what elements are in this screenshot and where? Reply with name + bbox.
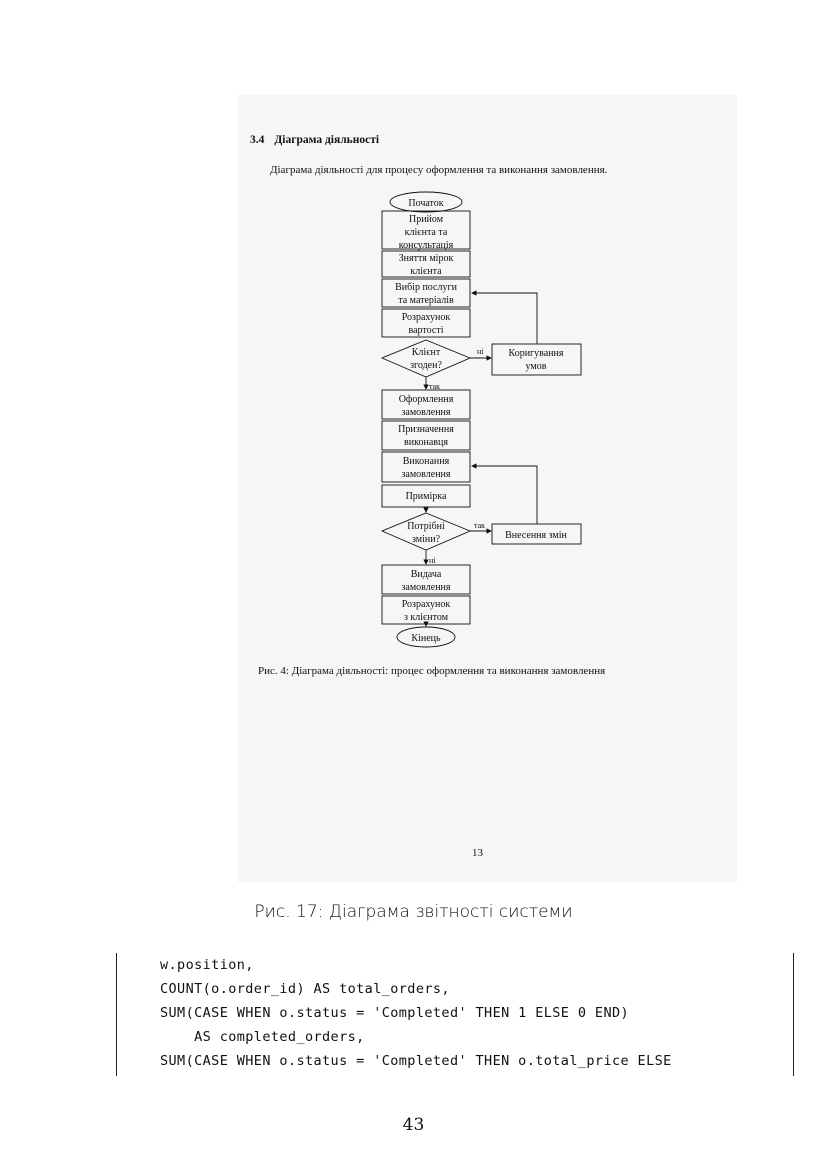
measurements-label-2: клієнта: [410, 266, 442, 277]
cost-label-2: вартості: [409, 325, 444, 336]
place-order-box: [381, 389, 471, 420]
select-service-label-2: та матеріалів: [398, 295, 454, 306]
adjust-box: [491, 343, 582, 376]
adjust-label-2: умов: [526, 361, 547, 372]
embedded-page-image: [238, 95, 737, 882]
edge-yes-2: так: [474, 521, 485, 530]
execute-label-1: Виконання: [403, 456, 450, 467]
code-line: AS completed_orders,: [160, 1029, 365, 1045]
decision-changes-label-1: Потрібні: [407, 521, 445, 532]
delivery-label-1: Видача: [411, 569, 442, 580]
cost-label-1: Розрахунок: [402, 312, 451, 323]
start-label: Початок: [408, 198, 443, 209]
end-label: Кінець: [411, 633, 441, 644]
measurements-label-1: Зняття мірок: [399, 253, 454, 264]
page-number: 43: [402, 1115, 425, 1135]
assign-label-2: виконавця: [404, 437, 448, 448]
cost-box: [381, 308, 471, 338]
end-node: [396, 626, 456, 648]
apply-changes-label: Внесення змін: [505, 530, 567, 541]
fitting-label: Примірка: [406, 491, 447, 502]
edge-yes-1: так: [429, 382, 440, 391]
figure-caption: Рис. 17: Діаграма звітності системи: [254, 902, 573, 922]
execute-label-2: замовлення: [401, 469, 450, 480]
code-line: SUM(CASE WHEN o.status = 'Completed' THE…: [160, 1053, 672, 1069]
adjust-label-1: Коригування: [509, 348, 564, 359]
decision-agree-label-2: згоден?: [410, 360, 442, 371]
settlement-label-2: з клієнтом: [404, 612, 449, 623]
delivery-label-2: замовлення: [401, 582, 450, 593]
delivery-box: [381, 564, 471, 595]
select-service-label-1: Вибір послуги: [395, 282, 458, 293]
place-order-label-2: замовлення: [401, 407, 450, 418]
reception-label-3: консультація: [399, 240, 454, 251]
embedded-page-number: 13: [472, 847, 483, 859]
reception-box: [381, 210, 471, 250]
section-intro: Діаграма діяльності для процесу оформлен…: [270, 164, 608, 176]
code-listing: w.position, COUNT(o.order_id) AS total_o…: [116, 953, 794, 1076]
reception-label-2: клієнта та: [405, 227, 448, 238]
edge-no-2: ні: [429, 556, 436, 565]
embedded-figure-caption: Рис. 4: Діаграма діяльності: процес офор…: [258, 665, 606, 677]
code-line: COUNT(o.order_id) AS total_orders,: [160, 981, 450, 997]
decision-agree-label-1: Клієнт: [412, 347, 441, 358]
place-order-label-1: Оформлення: [399, 394, 454, 405]
measurements-box: [381, 250, 471, 278]
execute-box: [381, 451, 471, 483]
section-title: Діаграма діяльності: [274, 134, 380, 146]
decision-agree: [380, 339, 472, 378]
section-number: 3.4: [250, 134, 265, 146]
apply-changes-box: [491, 523, 582, 545]
section-heading: 3.4 Діаграма діяльності: [250, 134, 389, 146]
code-line: w.position,: [160, 957, 254, 973]
decision-changes-label-2: зміни?: [412, 534, 441, 545]
select-service-box: [381, 278, 471, 308]
reception-label-1: Прийом: [409, 214, 444, 225]
assign-label-1: Призначення: [398, 424, 454, 435]
edge-no-1: ні: [477, 347, 484, 356]
settlement-label-1: Розрахунок: [402, 599, 451, 610]
start-node: [389, 191, 463, 213]
assign-box: [381, 420, 471, 451]
code-line: SUM(CASE WHEN o.status = 'Completed' THE…: [160, 1005, 630, 1021]
